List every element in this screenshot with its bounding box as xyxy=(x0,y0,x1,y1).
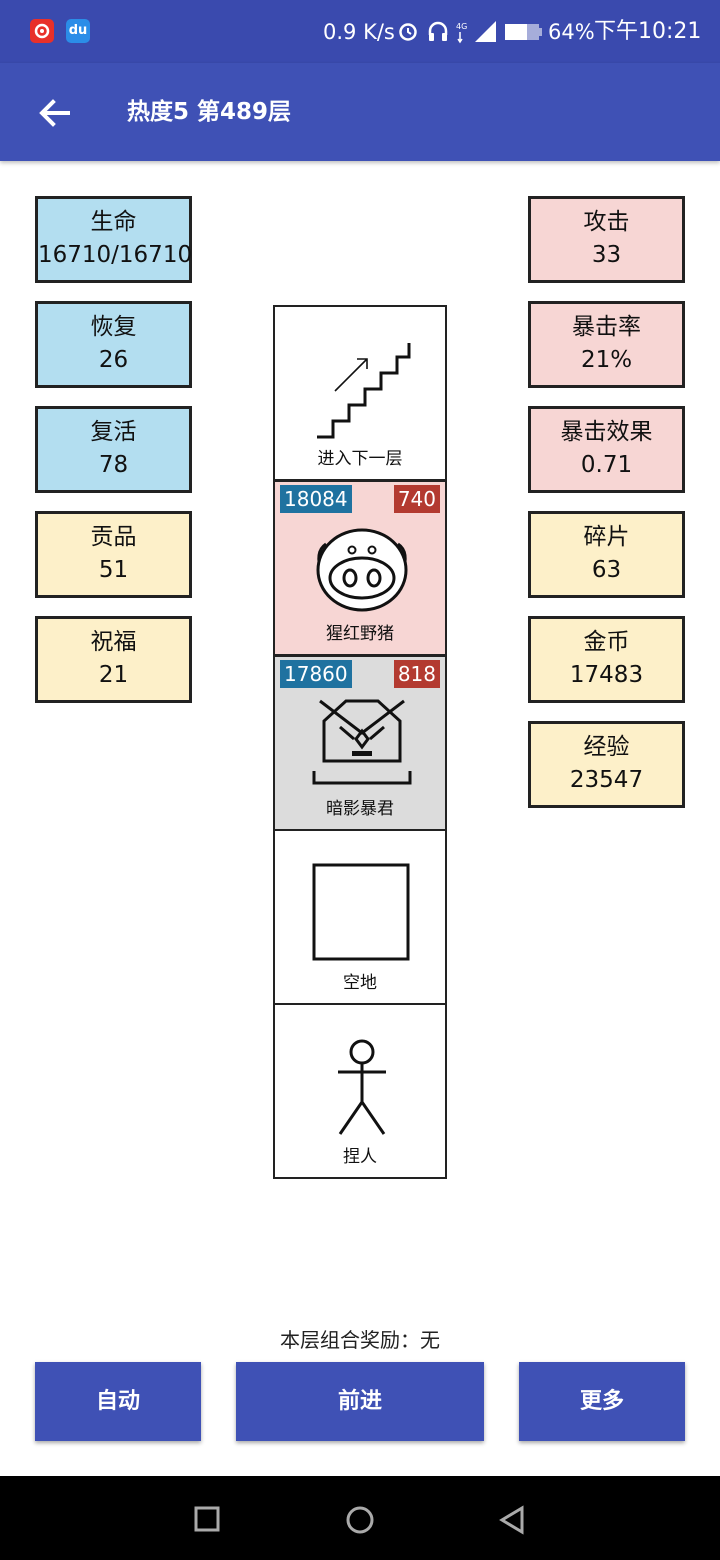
stat-life: 生命 16710/16710 xyxy=(35,196,192,283)
stat-value: 17483 xyxy=(569,662,644,688)
clock: 下午10:21 xyxy=(594,19,702,44)
stat-tribute: 贡品 51 xyxy=(35,511,192,598)
tower-cell-player[interactable]: 捏人 xyxy=(273,1003,447,1179)
battery-icon xyxy=(505,24,542,40)
alarm-icon xyxy=(399,23,417,41)
stat-crit-rate: 暴击率 21% xyxy=(528,301,685,388)
status-bar: du 0.9 K/s 4G 64% 下午10:21 xyxy=(0,0,720,63)
stat-value: 16710/16710 xyxy=(38,242,193,268)
stat-label: 暴击率 xyxy=(572,314,641,340)
stat-value: 33 xyxy=(591,242,622,268)
stat-label: 金币 xyxy=(583,629,630,655)
headphones-icon xyxy=(428,21,448,41)
net-speed: 0.9 K/s xyxy=(323,20,395,44)
stat-label: 碎片 xyxy=(583,524,630,550)
boar-icon xyxy=(316,528,408,612)
stat-value: 23547 xyxy=(569,767,644,793)
stat-label: 暴击效果 xyxy=(560,419,653,445)
tower-cell-stairs[interactable]: 进入下一层 xyxy=(273,305,447,481)
stat-value: 51 xyxy=(98,557,129,583)
stat-value: 63 xyxy=(591,557,622,583)
stat-recovery: 恢复 26 xyxy=(35,301,192,388)
stat-label: 经验 xyxy=(583,734,630,760)
stat-label: 生命 xyxy=(90,209,137,235)
enemy-attack-badge: 740 xyxy=(393,485,440,513)
stick-figure-icon xyxy=(338,1039,386,1135)
tower-cell-boar[interactable]: 18084 740 猩红野猪 xyxy=(273,480,447,656)
stat-gold: 金币 17483 xyxy=(528,616,685,703)
stat-label: 祝福 xyxy=(90,629,137,655)
enemy-name: 猩红野猪 xyxy=(326,624,394,644)
stat-revive: 复活 78 xyxy=(35,406,192,493)
signal-4g-icon: 4G xyxy=(456,21,496,44)
svg-text:4G: 4G xyxy=(456,22,467,31)
stairs-icon xyxy=(317,343,411,439)
navigation-bar xyxy=(0,1476,720,1560)
stat-value: 26 xyxy=(98,347,129,373)
app-bar: 热度5 第489层 xyxy=(0,63,720,161)
stat-label: 攻击 xyxy=(583,209,630,235)
stat-value: 78 xyxy=(98,452,129,478)
stat-value: 21% xyxy=(580,347,633,373)
forward-button[interactable]: 前进 xyxy=(236,1362,484,1441)
enemy-attack-badge: 818 xyxy=(393,660,440,688)
cell-label: 进入下一层 xyxy=(317,449,403,469)
stat-shards: 碎片 63 xyxy=(528,511,685,598)
empty-square-icon xyxy=(312,863,410,961)
stat-label: 恢复 xyxy=(90,314,137,340)
stat-attack: 攻击 33 xyxy=(528,196,685,283)
home-circle-icon[interactable] xyxy=(345,1505,375,1535)
auto-button[interactable]: 自动 xyxy=(35,1362,201,1441)
stat-value: 0.71 xyxy=(580,452,633,478)
stat-value: 21 xyxy=(98,662,129,688)
stat-experience: 经验 23547 xyxy=(528,721,685,808)
more-button[interactable]: 更多 xyxy=(519,1362,685,1441)
tyrant-icon xyxy=(312,699,412,785)
stat-crit-effect: 暴击效果 0.71 xyxy=(528,406,685,493)
cell-label: 空地 xyxy=(343,973,377,993)
battery-percent: 64% xyxy=(548,20,595,44)
cell-label: 捏人 xyxy=(343,1147,377,1167)
floor-reward-text: 本层组合奖励：无 xyxy=(280,1328,440,1352)
tower-cell-empty[interactable]: 空地 xyxy=(273,829,447,1005)
page-title: 热度5 第489层 xyxy=(127,99,292,125)
enemy-hp-badge: 17860 xyxy=(280,660,352,688)
back-triangle-icon[interactable] xyxy=(498,1505,526,1535)
enemy-hp-badge: 18084 xyxy=(280,485,352,513)
recents-square-icon[interactable] xyxy=(194,1506,220,1532)
stat-blessing: 祝福 21 xyxy=(35,616,192,703)
enemy-name: 暗影暴君 xyxy=(326,799,394,819)
arrow-left-icon xyxy=(39,99,70,127)
tower-cell-tyrant[interactable]: 17860 818 暗影暴君 xyxy=(273,655,447,831)
stat-label: 贡品 xyxy=(90,524,137,550)
du-app-icon: du xyxy=(66,19,90,43)
stat-label: 复活 xyxy=(90,419,137,445)
netease-music-icon xyxy=(30,19,54,43)
back-button[interactable] xyxy=(34,93,74,133)
